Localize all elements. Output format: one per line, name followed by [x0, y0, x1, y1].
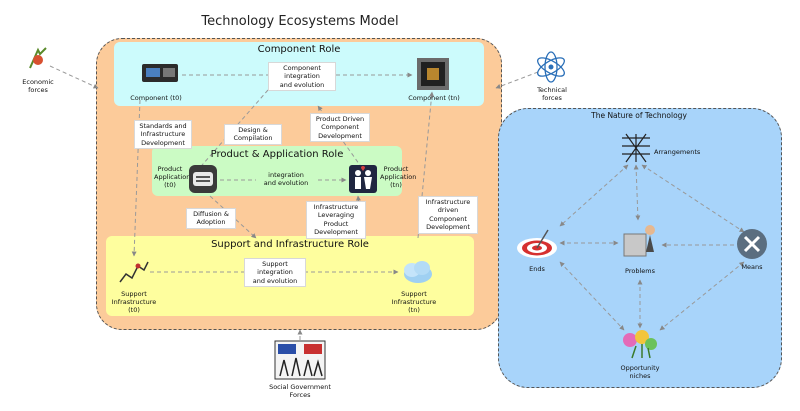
arrangements-label: Arrangements [654, 148, 701, 156]
support-tn-label: Support Infrastructure (tn) [391, 290, 437, 315]
edge-technical [495, 71, 539, 89]
infra-driven-label: Infrastructure driven Component Developm… [418, 196, 478, 234]
component-tn-label: Component (tn) [408, 94, 460, 102]
problems-icon [620, 222, 660, 268]
ends-label: Ends [529, 265, 545, 273]
economic-forces-label: Economic forces [22, 78, 54, 95]
edge-economic [49, 65, 99, 89]
means-label: Means [741, 263, 763, 271]
product-tn-icon [348, 164, 378, 198]
component-t0-label: Component (t0) [130, 94, 182, 102]
opportunity-niches-icon [620, 328, 660, 364]
component-tn-icon [416, 57, 450, 95]
economic-forces-icon [26, 46, 50, 76]
product-t0-label: Product Application (t0) [154, 165, 191, 190]
support-role-title: Support and Infrastructure Role [211, 239, 369, 250]
support-t0-label: Support Infrastructure (t0) [111, 290, 157, 315]
design-compilation-label: Design & Compilation [224, 124, 282, 145]
edge-arr-ends [559, 164, 629, 227]
product-role-title: Product & Application Role [210, 149, 344, 160]
ends-icon [516, 226, 558, 264]
edge-standards [131, 99, 141, 257]
nature-title: The Nature of Technology [591, 111, 687, 120]
arrangements-icon [620, 132, 652, 168]
product-tn-label: Product Application (tn) [380, 165, 417, 190]
component-role-title: Component Role [257, 44, 341, 55]
support-t0-icon [118, 258, 150, 290]
diagram-title: Technology Ecosystems Model [201, 14, 399, 29]
technical-forces-label: Technical forces [537, 86, 567, 103]
product-integration-label: integration and evolution [256, 170, 316, 189]
component-integration-label: Component integration and evolution [268, 62, 336, 92]
edge-means-opp [659, 261, 745, 331]
means-icon [736, 228, 768, 264]
support-integration-label: Support integration and evolution [244, 258, 306, 288]
edge-arr-means [641, 164, 745, 233]
problems-label: Problems [625, 267, 655, 275]
edge-arr-problems [633, 164, 641, 221]
diffusion-adoption-label: Diffusion & Adoption [186, 208, 236, 229]
product-driven-label: Product Driven Component Development [310, 113, 370, 143]
opportunity-niches-label: Opportunity niches [620, 364, 660, 381]
technical-forces-icon [534, 50, 568, 88]
edge-ends-opp [559, 261, 625, 331]
component-t0-icon [140, 60, 182, 92]
social-government-forces-icon [274, 340, 326, 384]
standards-label: Standards and Infrastructure Development [134, 120, 192, 150]
support-tn-icon [400, 258, 434, 290]
social-government-forces-label: Social Government Forces [269, 383, 331, 400]
infra-leveraging-label: Infrastructure Leveraging Product Develo… [306, 201, 366, 239]
product-t0-icon [188, 164, 218, 198]
